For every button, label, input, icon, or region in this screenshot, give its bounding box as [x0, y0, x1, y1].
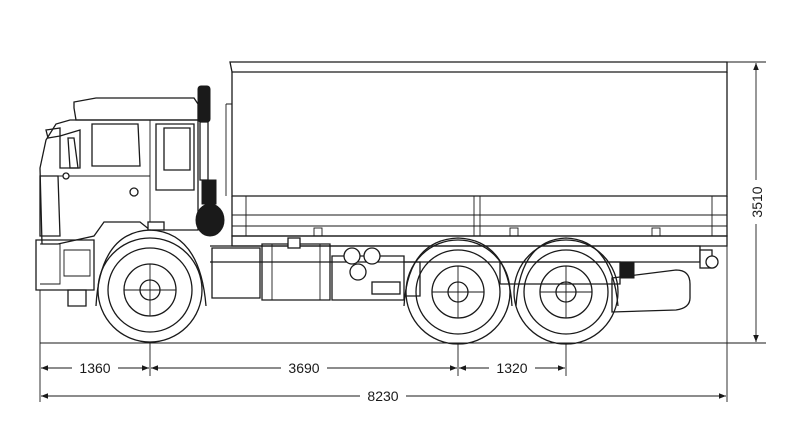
rear-axle-spacing-label: 1320 [496, 360, 527, 376]
chassis-components [211, 237, 691, 313]
front-overhang-label: 1360 [79, 360, 110, 376]
dimension-rear-axle-spacing: 1320 [459, 358, 565, 376]
overall-length-label: 8230 [367, 388, 398, 404]
rear-wheel [513, 237, 619, 345]
dimension-overall-length: 8230 [41, 386, 726, 404]
chassis-frame [210, 245, 719, 269]
dimension-wheelbase: 3690 [151, 358, 457, 376]
dimension-overall-height: 3510 [746, 63, 766, 342]
middle-wheel [403, 237, 513, 345]
extension-lines [39, 61, 766, 402]
cargo-body [225, 61, 728, 247]
dimension-front-overhang: 1360 [41, 358, 149, 376]
overall-height-label: 3510 [749, 186, 765, 217]
wheelbase-label: 3690 [288, 360, 319, 376]
front-wheel [95, 229, 207, 343]
cab [35, 97, 199, 307]
air-intake [195, 85, 225, 237]
